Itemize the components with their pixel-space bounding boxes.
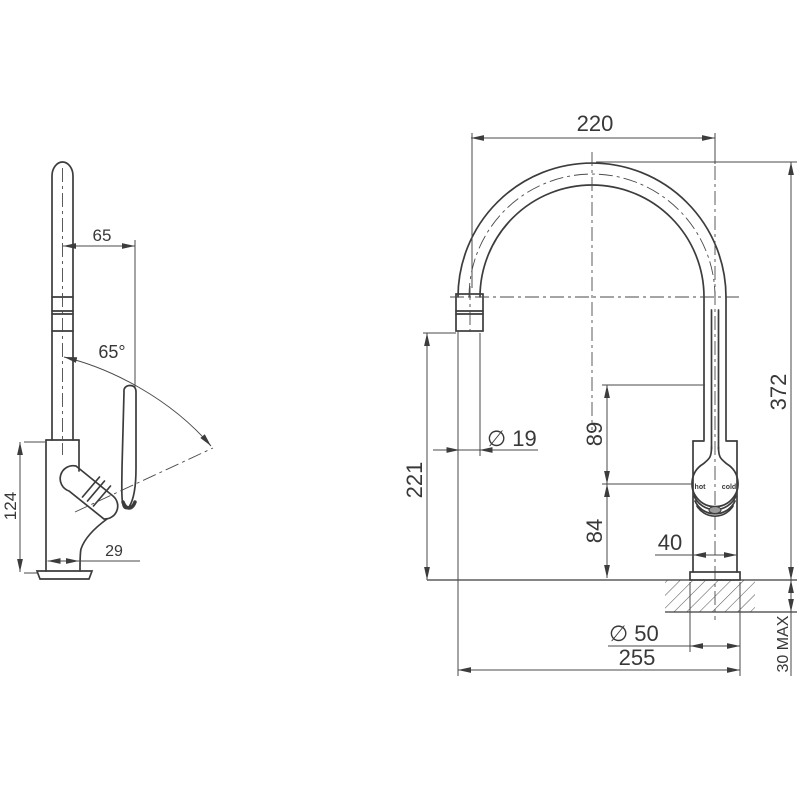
dim-neck-height-label: 89	[582, 422, 607, 446]
dim-neck-height: 89	[582, 384, 705, 485]
dim-overall-reach: 255	[458, 645, 740, 673]
dim-body-width-label: 40	[658, 530, 682, 555]
dim-front-body-height: 84	[582, 484, 610, 578]
side-handle-axis	[74, 447, 214, 513]
front-aerator	[455, 293, 484, 332]
side-handle-raised	[120, 384, 137, 510]
dim-spout-span: 220	[471, 111, 716, 288]
dim-front-body-height-label: 84	[582, 519, 607, 543]
dim-flange-diameter: ∅ 50	[608, 582, 741, 676]
dim-side-body-height-label: 124	[1, 492, 20, 520]
dim-side-base-width: 29	[47, 543, 140, 564]
dim-flange-diameter-label: ∅ 50	[609, 621, 659, 646]
dim-side-base-width-label: 29	[105, 543, 123, 560]
dim-spout-clearance: 221	[402, 332, 456, 580]
countertop-hatch	[665, 580, 755, 612]
dim-overall-height: 372	[596, 161, 797, 580]
dim-handle-angle: 65°	[63, 342, 212, 447]
dim-max-counter-thickness: 30 MAX	[775, 580, 794, 676]
dim-max-counter-thickness-label: 30 MAX	[775, 615, 792, 672]
side-view: 65 65° 124 29	[1, 161, 214, 580]
dim-overall-height-label: 372	[766, 374, 791, 411]
dim-handle-angle-label: 65°	[98, 342, 125, 362]
dim-overall-reach-label: 255	[619, 645, 656, 670]
dim-spout-diameter: ∅ 19	[433, 331, 538, 676]
dim-body-width: 40	[655, 530, 737, 558]
dim-side-body-height: 124	[1, 441, 45, 574]
front-view: hot cold 220 372 30 MAX	[402, 111, 797, 676]
side-body	[35, 439, 108, 580]
dim-handle-offset-label: 65	[93, 226, 112, 245]
dim-spout-clearance-label: 221	[402, 462, 427, 499]
front-body: hot cold	[689, 440, 741, 581]
hot-marking: hot	[695, 484, 707, 491]
side-spout-tube	[51, 161, 74, 455]
cold-marking: cold	[722, 484, 736, 491]
dim-spout-span-label: 220	[577, 111, 614, 136]
front-swivel-ring	[708, 506, 722, 514]
dim-spout-diameter-label: ∅ 19	[487, 426, 537, 451]
countertop-section	[427, 579, 797, 613]
side-handle-down	[59, 464, 119, 520]
side-base-flange	[35, 570, 94, 580]
